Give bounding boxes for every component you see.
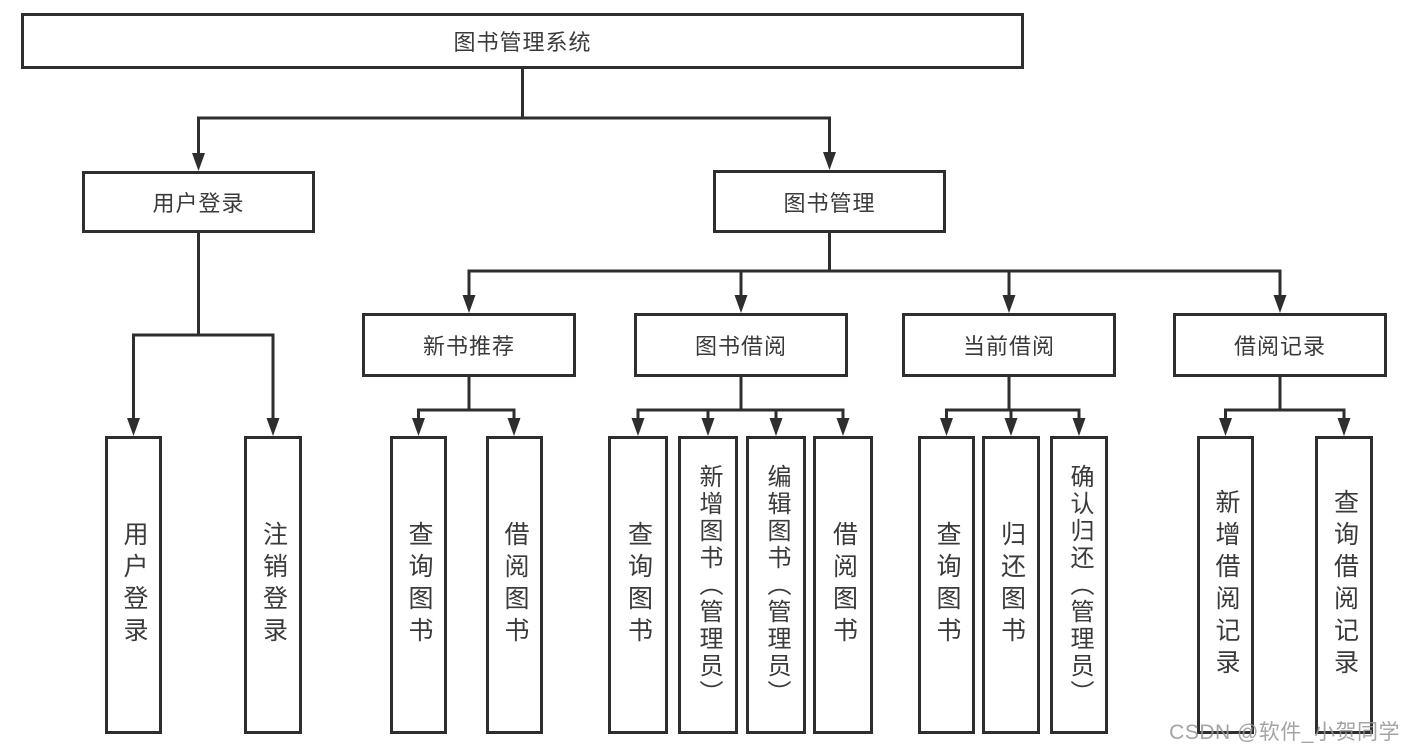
node-library-management-system: 图书管理系统	[21, 13, 1024, 69]
node-label: 借阅图书	[829, 521, 858, 649]
node-book-management: 图书管理	[713, 170, 946, 233]
node-label: 新增图书（管理员）	[695, 463, 722, 707]
node-label: 图书管理	[783, 190, 876, 216]
connector-level3-stems	[467, 375, 1282, 412]
node-book-borrowing: 图书借阅	[634, 313, 848, 377]
node-label: 查询图书	[933, 521, 961, 649]
node-label: 归还图书	[997, 521, 1026, 649]
node-current-borrowing: 当前借阅	[902, 313, 1116, 377]
node-query-books-recommend: 查询图书	[390, 436, 447, 734]
node-label: 图书管理系统	[453, 30, 592, 55]
node-label: 注销登录	[259, 521, 288, 649]
node-label: 查询图书	[624, 521, 653, 649]
node-label: 新书推荐	[422, 334, 515, 359]
node-label: 图书借阅	[694, 334, 787, 359]
node-query-books-borrowing: 查询图书	[608, 436, 668, 734]
node-label: 用户登录	[152, 191, 245, 216]
node-label: 查询借阅记录	[1330, 489, 1359, 681]
node-query-borrow-record: 查询借阅记录	[1315, 436, 1373, 734]
node-borrow-books-leaf: 借阅图书	[813, 436, 873, 734]
node-user-login: 用户登录	[82, 171, 315, 233]
node-new-book-recommendation: 新书推荐	[362, 313, 576, 377]
node-label: 确认归还（管理员）	[1066, 463, 1093, 707]
node-label: 用户登录	[120, 521, 148, 649]
node-add-borrow-record: 新增借阅记录	[1197, 436, 1254, 734]
node-add-books-admin: 新增图书（管理员）	[678, 436, 738, 734]
node-return-books: 归还图书	[982, 436, 1040, 734]
node-query-books-current: 查询图书	[918, 436, 975, 734]
watermark: CSDN @软件_小贺同学	[1169, 721, 1400, 744]
node-label: 新增借阅记录	[1212, 489, 1240, 681]
node-user-login-leaf: 用户登录	[105, 436, 162, 734]
node-confirm-return-admin: 确认归还（管理员）	[1050, 436, 1108, 734]
node-label: 当前借阅	[962, 334, 1055, 359]
node-borrow-books-recommend: 借阅图书	[486, 436, 543, 734]
node-borrowing-records: 借阅记录	[1173, 313, 1387, 377]
node-label: 借阅记录	[1233, 334, 1326, 359]
node-logout: 注销登录	[244, 436, 302, 734]
node-label: 借阅图书	[501, 521, 529, 649]
node-edit-books-admin: 编辑图书（管理员）	[746, 436, 806, 734]
node-label: 编辑图书（管理员）	[763, 463, 790, 707]
node-label: 查询图书	[405, 521, 433, 649]
